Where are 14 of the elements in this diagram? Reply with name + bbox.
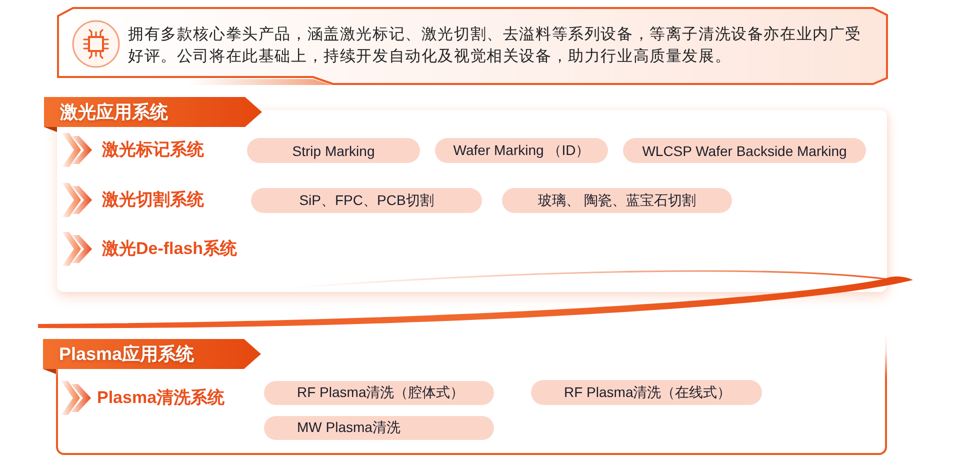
tag-pill: 玻璃、 陶瓷、蓝宝石切割: [502, 188, 732, 213]
row-heading: 激光切割系统: [102, 189, 204, 211]
tag-pill: SiP、FPC、PCB切割: [251, 188, 482, 213]
tag-pill: WLCSP Wafer Backside Marking: [623, 138, 866, 163]
tag-pill: Strip Marking: [247, 138, 420, 163]
tag-pill: MW Plasma清洗: [264, 416, 494, 440]
row-heading: Plasma清洗系统: [97, 387, 225, 409]
info-box: [57, 7, 888, 85]
tag-pill: RF Plasma清洗（腔体式）: [264, 381, 494, 405]
tag-pill: RF Plasma清洗（在线式）: [531, 380, 762, 405]
row-heading: 激光标记系统: [102, 139, 204, 161]
intro-text: 拥有多款核心拳头产品，涵盖激光标记、激光切割、去溢料等系列设备，等离子清洗设备亦在业内广受好评。公司将在此基础上，持续开发自动化及视觉相关设备，助力行业高质量发展。: [128, 25, 862, 67]
tag-pill: Wafer Marking （ID）: [435, 138, 608, 163]
row-heading: 激光De-flash系统: [102, 238, 238, 260]
